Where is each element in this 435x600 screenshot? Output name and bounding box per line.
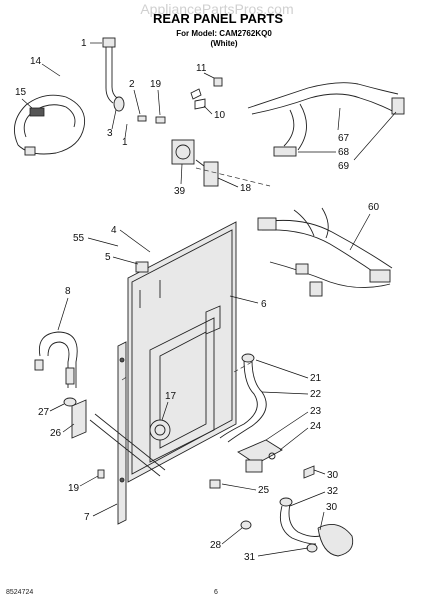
callout-11: 11 xyxy=(196,63,215,79)
callout-17: 17 xyxy=(161,391,177,421)
callout-label: 15 xyxy=(15,87,27,98)
watermark-text: AppliancePartsPros.com xyxy=(140,1,293,17)
callout-55: 55 xyxy=(73,233,119,247)
callout-label: 30 xyxy=(326,502,338,513)
callout-24: 24 xyxy=(279,421,322,451)
document-number: 8524724 xyxy=(6,589,33,596)
assembly-guide-line xyxy=(121,375,129,381)
color-line: (White) xyxy=(210,39,237,48)
callout-label: 60 xyxy=(368,202,380,213)
callout-label: 14 xyxy=(30,56,42,67)
callout-label: 69 xyxy=(338,161,350,172)
callout-4: 4 xyxy=(111,225,151,253)
callout-label: 68 xyxy=(338,147,350,158)
callout-60: 60 xyxy=(349,202,380,251)
rear-panel-part xyxy=(127,221,237,483)
callout-22: 22 xyxy=(261,389,322,400)
callout-32: 32 xyxy=(289,486,339,507)
pump-part xyxy=(149,419,171,441)
callout-25: 25 xyxy=(221,483,270,496)
water-valve-part xyxy=(171,139,219,187)
upper-wire-harness-part xyxy=(247,82,405,157)
callout-69: 69 xyxy=(338,111,397,172)
callout-label: 67 xyxy=(338,133,350,144)
callout-18: 18 xyxy=(217,177,252,194)
callout-19-top: 19 xyxy=(150,79,162,116)
hose-part xyxy=(219,353,267,443)
callout-label: 22 xyxy=(310,389,322,400)
callout-label: 30 xyxy=(327,470,339,481)
callout-label: 8 xyxy=(65,286,71,297)
callout-label: 17 xyxy=(165,391,177,402)
callout-23: 23 xyxy=(265,406,322,441)
callout-1-mid: 1 xyxy=(122,123,128,148)
callout-2: 2 xyxy=(129,79,141,115)
callout-21: 21 xyxy=(255,359,322,384)
callout-28: 28 xyxy=(210,527,243,551)
callout-30-upper: 30 xyxy=(313,469,339,481)
callouts: 1 14 2 19 11 15 3 1 xyxy=(15,38,397,563)
callout-label: 39 xyxy=(174,186,186,197)
callout-6: 6 xyxy=(229,295,267,310)
callout-30-lower: 30 xyxy=(319,502,338,531)
callout-19-bottom: 19 xyxy=(68,475,99,494)
callout-10: 10 xyxy=(203,105,226,121)
callout-label: 19 xyxy=(150,79,162,90)
lower-wire-harness-part xyxy=(257,207,393,297)
page-title: REAR PANEL PARTS xyxy=(153,11,283,26)
callout-label: 7 xyxy=(84,512,90,523)
callout-7: 7 xyxy=(84,503,118,523)
callout-label: 1 xyxy=(81,38,87,49)
callout-label: 26 xyxy=(50,428,62,439)
drain-hose-part xyxy=(34,331,78,388)
callout-label: 3 xyxy=(107,128,113,139)
parts-artwork xyxy=(13,37,405,557)
callout-label: 25 xyxy=(258,485,270,496)
bracket-part xyxy=(63,397,166,477)
callout-31: 31 xyxy=(244,547,309,563)
callout-67: 67 xyxy=(337,107,350,144)
callout-label: 27 xyxy=(38,407,50,418)
callout-8: 8 xyxy=(57,286,71,331)
callout-label: 28 xyxy=(210,540,222,551)
callout-68: 68 xyxy=(298,147,350,158)
callout-label: 31 xyxy=(244,552,256,563)
callout-label: 24 xyxy=(310,421,322,432)
fastener-parts xyxy=(97,469,252,530)
callout-label: 1 xyxy=(122,137,128,148)
callout-label: 23 xyxy=(310,406,322,417)
side-rail-part xyxy=(117,341,127,525)
assembly-guide-line xyxy=(233,361,253,373)
callout-label: 11 xyxy=(196,63,207,74)
page-number: 6 xyxy=(214,589,218,596)
callout-3: 3 xyxy=(107,109,117,139)
small-hardware-parts xyxy=(137,77,223,124)
callout-5: 5 xyxy=(105,252,139,265)
callout-label: 6 xyxy=(261,299,267,310)
callout-label: 2 xyxy=(129,79,135,90)
callout-14: 14 xyxy=(30,56,61,77)
callout-label: 32 xyxy=(327,486,339,497)
inlet-hose-part xyxy=(102,37,125,112)
callout-39: 39 xyxy=(174,163,186,197)
callout-1-top: 1 xyxy=(81,38,102,49)
callout-label: 21 xyxy=(310,373,322,384)
callout-15: 15 xyxy=(15,87,33,109)
callout-label: 5 xyxy=(105,252,111,263)
model-line: For Model: CAM2762KQ0 xyxy=(176,29,272,38)
callout-label: 19 xyxy=(68,483,80,494)
callout-label: 4 xyxy=(111,225,117,236)
lower-hose-part xyxy=(279,465,354,557)
assembly-guide-line xyxy=(195,167,271,187)
power-cord-part xyxy=(13,94,86,156)
callout-26: 26 xyxy=(50,423,75,439)
callout-27: 27 xyxy=(38,403,65,418)
callout-label: 18 xyxy=(240,183,252,194)
motor-part xyxy=(237,439,283,473)
callout-label: 55 xyxy=(73,233,85,244)
callout-label: 10 xyxy=(214,110,226,121)
